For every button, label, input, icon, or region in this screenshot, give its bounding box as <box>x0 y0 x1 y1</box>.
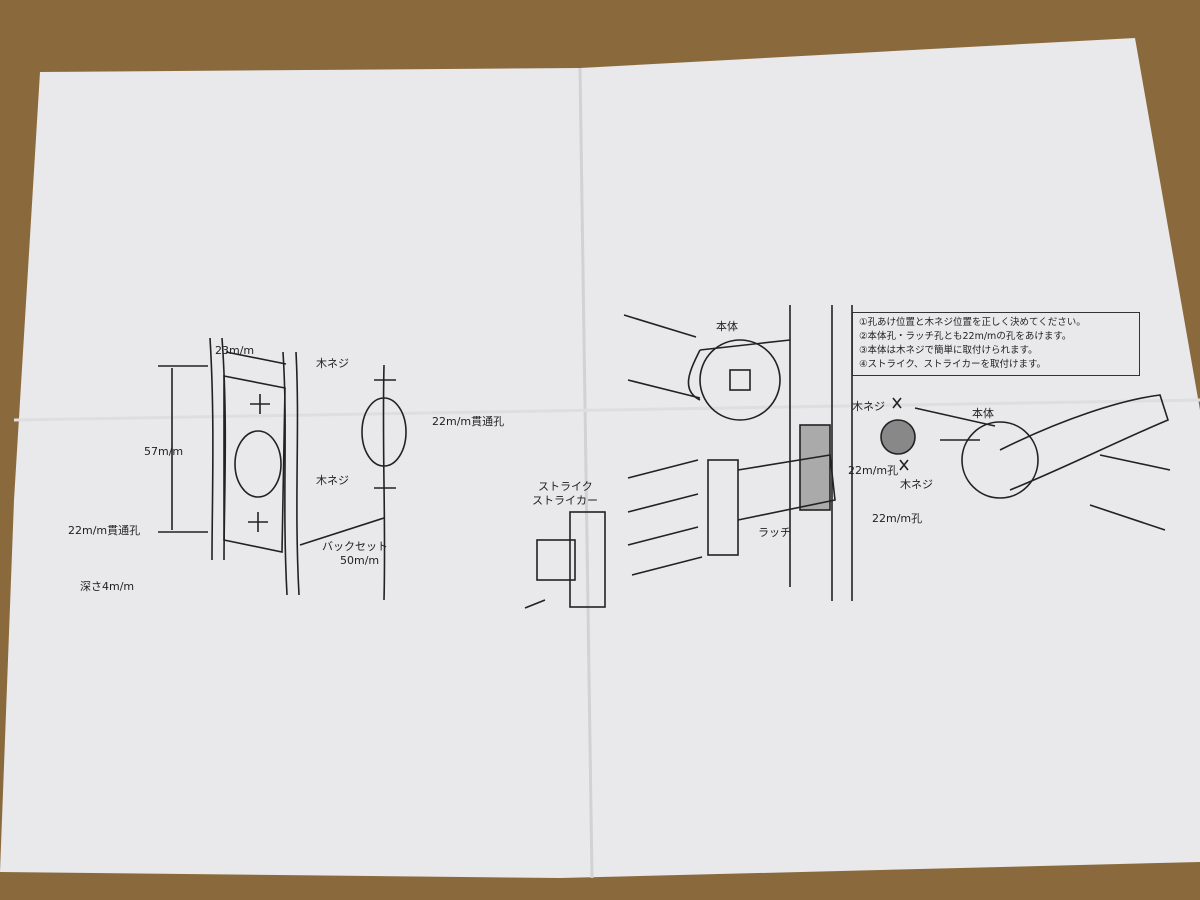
left-door-edge-diagram <box>158 337 407 601</box>
height-dimension: 57m/m <box>144 445 184 458</box>
striker-label: ストライカー <box>532 494 598 507</box>
screw-label-right-top: 木ネジ <box>852 400 885 413</box>
instruction-1: ①孔あけ位置と木ネジ位置を正しく決めてください。 <box>859 317 1086 328</box>
screw-label-bottom: 木ネジ <box>316 474 349 487</box>
hole-label-mid: 22m/m孔 <box>848 464 899 477</box>
backset-label: バックセット <box>322 540 388 553</box>
through-hole-label-right: 22m/m貫通孔 <box>432 415 505 428</box>
screw-label-right-bottom: 木ネジ <box>900 478 933 491</box>
instruction-4: ④ストライク、ストライカーを取付けます。 <box>859 359 1047 370</box>
instructions-box: ①孔あけ位置と木ネジ位置を正しく決めてください。 ②本体孔・ラッチ孔とも22m/… <box>852 312 1140 376</box>
screw-label-top: 木ネジ <box>316 357 349 370</box>
paper-fold <box>578 67 594 879</box>
paper-fold-h <box>13 398 1200 422</box>
depth-label: 深さ4m/m <box>80 580 135 593</box>
body-label-top: 本体 <box>716 320 738 333</box>
instruction-2: ②本体孔・ラッチ孔とも22m/mの孔をあけます。 <box>859 331 1072 342</box>
through-hole-label-left: 22m/m貫通孔 <box>68 524 141 537</box>
latch-label: ラッチ <box>758 526 791 539</box>
width-dimension: 23m/m <box>215 344 255 357</box>
latch-hole-label: 22m/m孔 <box>872 512 923 525</box>
paper-sheet <box>0 38 1200 878</box>
body-label-right: 本体 <box>972 407 994 420</box>
instruction-3: ③本体は木ネジで簡単に取付けられます。 <box>859 345 1038 356</box>
strike-label: ストライク <box>538 480 593 493</box>
backset-value: 50m/m <box>340 554 380 567</box>
